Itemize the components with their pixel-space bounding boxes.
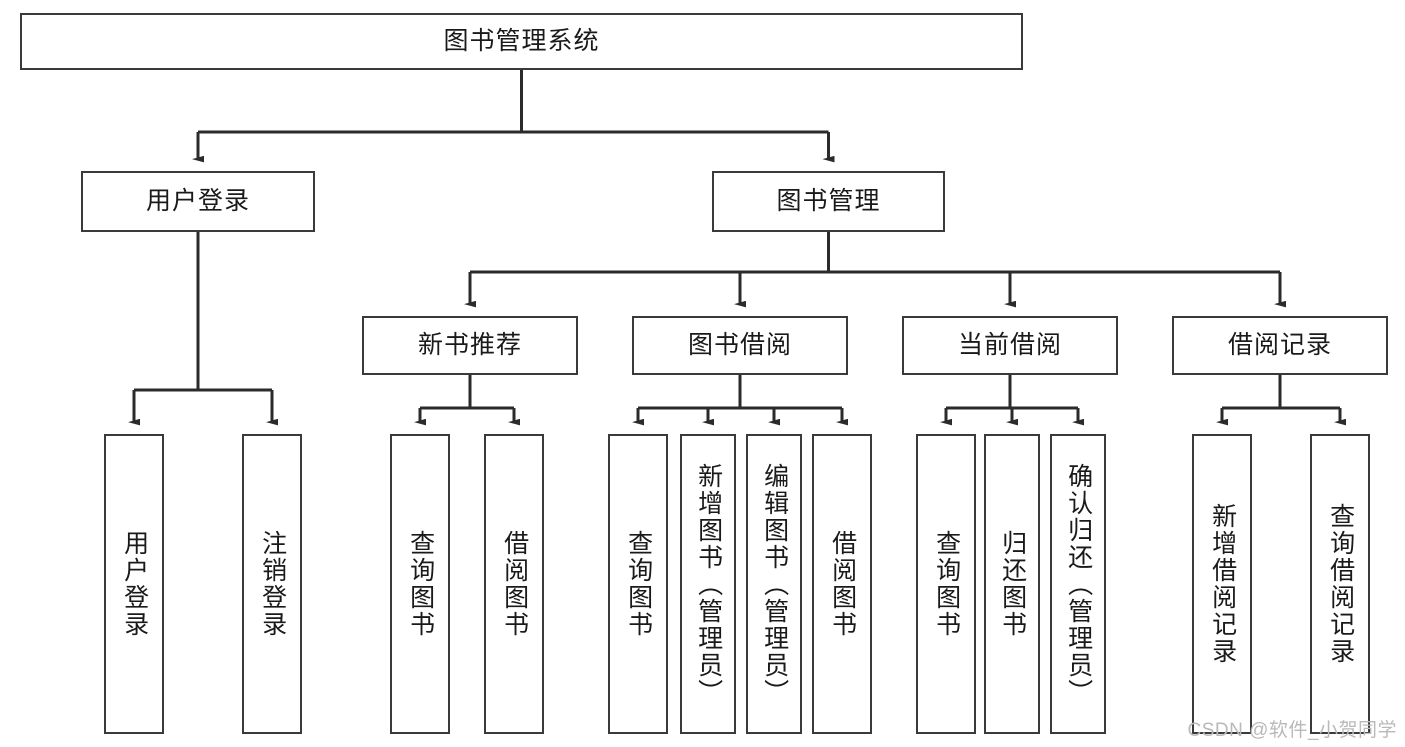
node-user-login-label: 用户登录 <box>145 187 250 216</box>
node-leaf-query-book-1[interactable]: 查询图书 <box>390 434 450 734</box>
node-leaf-user-login-label: 用户登录 <box>120 530 149 638</box>
node-leaf-return-book[interactable]: 归还图书 <box>984 434 1040 734</box>
node-leaf-borrow-book-2[interactable]: 借阅图书 <box>812 434 872 734</box>
node-leaf-logout[interactable]: 注销登录 <box>242 434 302 734</box>
node-leaf-query-book-2-label: 查询图书 <box>624 530 653 638</box>
node-leaf-borrow-book-1-label: 借阅图书 <box>500 530 529 638</box>
node-borrow-record[interactable]: 借阅记录 <box>1172 316 1388 375</box>
node-leaf-logout-label: 注销登录 <box>258 530 287 638</box>
edge-paths <box>128 70 1346 426</box>
node-leaf-query-book-3-label: 查询图书 <box>932 530 961 638</box>
node-leaf-query-book-2[interactable]: 查询图书 <box>608 434 668 734</box>
node-leaf-query-record-label: 查询借阅记录 <box>1326 503 1355 665</box>
node-book-manage[interactable]: 图书管理 <box>712 171 945 232</box>
node-root-label: 图书管理系统 <box>443 27 600 56</box>
node-leaf-add-book-label: 新增图书（管理员） <box>694 462 723 706</box>
node-user-login[interactable]: 用户登录 <box>81 171 315 232</box>
node-leaf-query-book-1-label: 查询图书 <box>406 530 435 638</box>
node-leaf-add-book[interactable]: 新增图书（管理员） <box>680 434 736 734</box>
node-leaf-confirm-return-label: 确认归还（管理员） <box>1064 462 1093 706</box>
watermark-text: CSDN @软件_小贺同学 <box>1187 720 1397 741</box>
node-leaf-query-book-3[interactable]: 查询图书 <box>916 434 976 734</box>
node-leaf-return-book-label: 归还图书 <box>998 530 1027 638</box>
node-leaf-add-record[interactable]: 新增借阅记录 <box>1192 434 1252 734</box>
node-leaf-edit-book[interactable]: 编辑图书（管理员） <box>746 434 802 734</box>
node-book-borrow[interactable]: 图书借阅 <box>632 316 848 375</box>
node-book-borrow-label: 图书借阅 <box>687 331 792 360</box>
node-leaf-add-record-label: 新增借阅记录 <box>1208 503 1237 665</box>
node-borrow-record-label: 借阅记录 <box>1227 331 1332 360</box>
node-leaf-query-record[interactable]: 查询借阅记录 <box>1310 434 1370 734</box>
node-current-borrow-label: 当前借阅 <box>957 331 1062 360</box>
node-leaf-borrow-book-1[interactable]: 借阅图书 <box>484 434 544 734</box>
node-root[interactable]: 图书管理系统 <box>20 13 1023 70</box>
node-current-borrow[interactable]: 当前借阅 <box>902 316 1118 375</box>
node-leaf-borrow-book-2-label: 借阅图书 <box>828 530 857 638</box>
node-new-book-recommend[interactable]: 新书推荐 <box>362 316 578 375</box>
node-new-book-recommend-label: 新书推荐 <box>417 331 522 360</box>
node-book-manage-label: 图书管理 <box>776 187 881 216</box>
node-leaf-edit-book-label: 编辑图书（管理员） <box>760 462 789 706</box>
node-leaf-user-login[interactable]: 用户登录 <box>104 434 164 734</box>
node-leaf-confirm-return[interactable]: 确认归还（管理员） <box>1050 434 1106 734</box>
